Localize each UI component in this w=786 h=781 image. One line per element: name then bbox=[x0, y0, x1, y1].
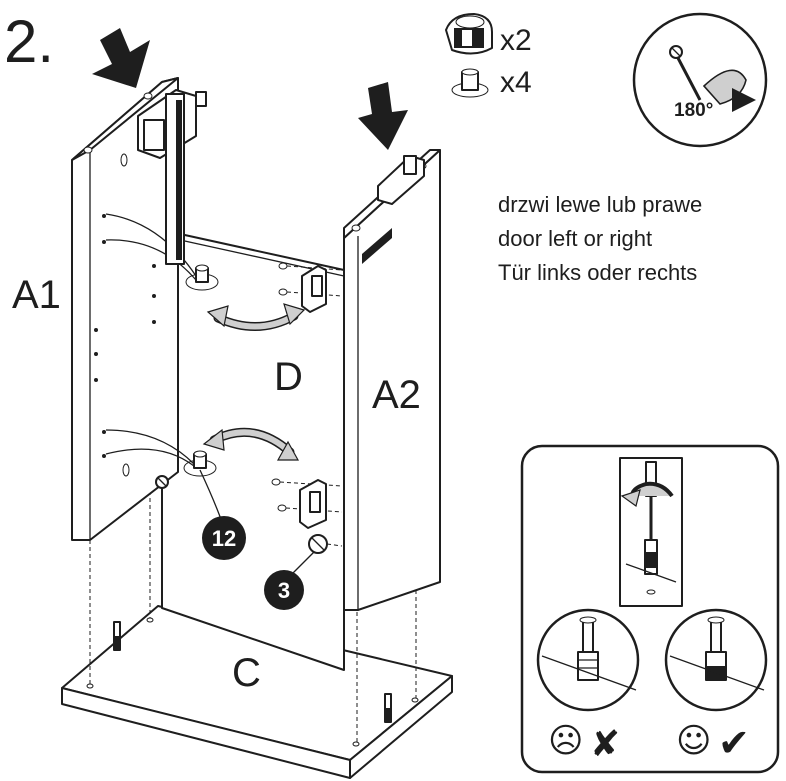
dowel-cap-icon bbox=[451, 68, 489, 98]
hinge-upper-icon bbox=[278, 262, 343, 313]
wrong-example bbox=[536, 608, 640, 712]
swap-arrow-lower-icon bbox=[202, 427, 300, 461]
swap-arrow-upper-icon bbox=[206, 303, 306, 331]
label-panel-c: C bbox=[232, 651, 261, 695]
right-example bbox=[664, 608, 768, 712]
door-note-pl: drzwi lewe lub prawe bbox=[498, 192, 702, 217]
svg-text:3: 3 bbox=[278, 578, 290, 603]
qty-cam-lock: x2 bbox=[500, 24, 532, 57]
panel-left-a1 bbox=[71, 77, 197, 541]
screwdriver-frame bbox=[619, 457, 683, 607]
svg-text:12: 12 bbox=[212, 526, 236, 551]
rotate-arrowhead-icon bbox=[620, 489, 641, 508]
panel-bracket-a2-icon bbox=[377, 155, 425, 205]
door-note: drzwi lewe lub prawe door left or right … bbox=[498, 192, 702, 285]
rotate-angle: 180° bbox=[674, 100, 713, 121]
panel-bracket-a1-icon bbox=[137, 89, 207, 265]
wrong-face-icon: ☹ bbox=[548, 721, 583, 761]
callout-part-3: 3 bbox=[264, 551, 315, 610]
door-note-de: Tür links oder rechts bbox=[498, 260, 697, 285]
label-panel-d: D bbox=[274, 355, 303, 399]
screwdriver-rotate-icon bbox=[669, 45, 756, 112]
cam-lock-fitting-icon bbox=[445, 13, 493, 55]
push-down-arrow-left-icon bbox=[92, 28, 150, 88]
wrong-mark-icon: ✘ bbox=[590, 724, 620, 765]
rotate-hint: 180° bbox=[632, 12, 768, 148]
label-panel-a1: A1 bbox=[12, 273, 61, 317]
panel-base-c bbox=[61, 605, 453, 779]
step-number: 2. bbox=[4, 8, 54, 75]
door-note-en: door left or right bbox=[498, 226, 652, 251]
push-down-arrow-right-icon bbox=[358, 82, 408, 150]
instruction-inset: ☹ ✘ ☺ ✔ bbox=[520, 444, 780, 774]
base-screw-right-icon bbox=[384, 693, 392, 723]
panel-fitting-a1-icon bbox=[155, 475, 169, 489]
base-screw-left-icon bbox=[113, 621, 121, 651]
cam-lock-icon bbox=[308, 534, 343, 554]
hinge-lower-icon bbox=[271, 478, 343, 529]
qty-dowel-cap: x4 bbox=[500, 66, 532, 99]
right-face-icon: ☺ bbox=[676, 721, 711, 761]
right-mark-icon: ✔ bbox=[718, 721, 750, 765]
label-panel-a2: A2 bbox=[372, 373, 421, 417]
callout-part-12: 12 bbox=[199, 469, 246, 560]
parts-list: x2 x4 bbox=[445, 13, 532, 99]
